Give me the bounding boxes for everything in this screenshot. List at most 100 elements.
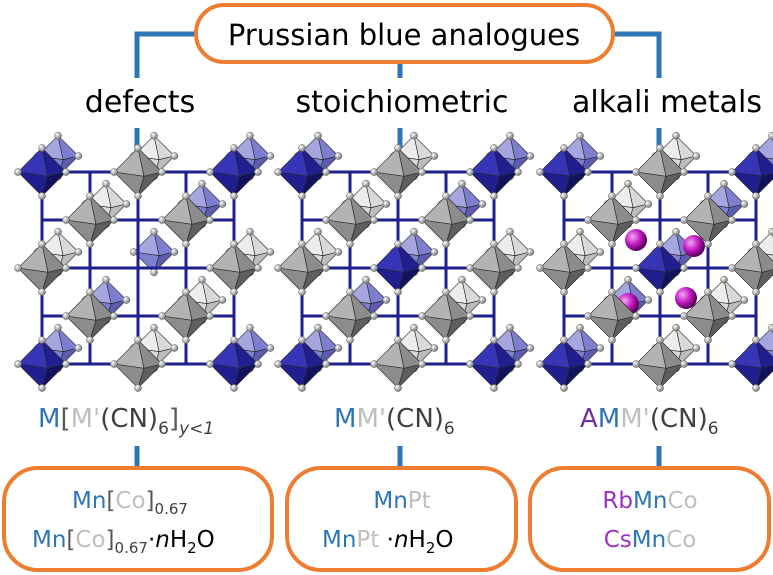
ligand-atom <box>206 168 214 176</box>
formula-alkali: AMM'(CN)6 <box>580 404 719 439</box>
ligand-atom <box>334 344 343 352</box>
ligand-atom <box>596 248 605 256</box>
ligand-atom <box>680 168 688 176</box>
ligand-atom <box>38 288 46 296</box>
example-alkali-1: RbMnCo <box>602 488 697 514</box>
blue-octahedron <box>728 144 773 200</box>
grey-octahedron <box>728 240 773 296</box>
ligand-atom <box>430 152 439 160</box>
ligand-atom <box>752 288 760 296</box>
ligand-atom <box>410 131 418 140</box>
ligand-atom <box>656 336 664 344</box>
formula-prime: ' <box>93 404 100 434</box>
ligand-atom <box>170 344 179 352</box>
ligand-atom <box>62 168 70 176</box>
ligand-atom <box>230 240 238 248</box>
ligand-atom <box>514 264 522 272</box>
ligand-atom <box>584 216 592 224</box>
ligand-atom <box>346 192 354 200</box>
crystal-structure-stoichiometric <box>274 131 535 392</box>
grey-octahedron <box>14 240 70 296</box>
alkali-ion <box>683 235 705 257</box>
ligand-atom <box>740 200 749 208</box>
ligand-atom <box>560 336 568 344</box>
ligand-atom <box>246 227 254 236</box>
ligand-atom <box>206 264 214 272</box>
ligand-atom <box>110 216 118 224</box>
ligand-atom <box>584 360 592 368</box>
ligand-atom <box>656 192 664 200</box>
ligand-atom <box>490 288 498 296</box>
ligand-atom <box>418 264 426 272</box>
ligand-atom <box>656 384 664 392</box>
formula-prime: ' <box>643 404 650 434</box>
ligand-atom <box>370 312 378 320</box>
ligand-atom <box>680 216 688 224</box>
ligand-atom <box>418 168 426 176</box>
blue-octahedron <box>206 336 262 392</box>
ligand-atom <box>728 360 736 368</box>
example-defects-2: Mn[Co]0.67·nH2O <box>32 527 215 557</box>
ligand-atom <box>656 288 664 296</box>
ligand-atom <box>656 144 664 152</box>
ligand-atom <box>254 360 262 368</box>
ligand-atom <box>298 288 306 296</box>
ligand-atom <box>576 131 584 140</box>
ligand-atom <box>230 384 238 392</box>
blue-octahedron <box>536 144 592 200</box>
ligand-atom <box>752 336 760 344</box>
blue-octahedron <box>632 240 688 296</box>
ligand-atom <box>576 227 584 236</box>
ligand-atom <box>644 296 653 304</box>
grey-octahedron <box>370 144 426 200</box>
grey-octahedron <box>418 192 474 248</box>
formula-cn: (CN) <box>100 404 158 434</box>
ligand-atom <box>266 248 275 256</box>
ligand-atom <box>62 216 70 224</box>
ligand-atom <box>74 344 83 352</box>
ligand-atom <box>86 240 94 248</box>
ligand-atom <box>54 227 62 236</box>
ligand-atom <box>466 360 474 368</box>
formula-bracket-open: [ <box>60 404 70 434</box>
blue-octahedron <box>14 336 70 392</box>
blue-octahedron <box>728 336 773 392</box>
blue-octahedron <box>14 144 70 200</box>
ligand-atom <box>334 248 343 256</box>
grey-octahedron <box>680 288 736 344</box>
ligand-atom <box>394 144 402 152</box>
ligand-atom <box>362 275 370 284</box>
ligand-atom <box>768 227 773 236</box>
grey-octahedron <box>418 288 474 344</box>
ligand-atom <box>246 131 254 140</box>
grey-octahedron <box>370 336 426 392</box>
formula-metal: M <box>334 404 356 434</box>
ligand-atom <box>632 216 640 224</box>
ligand-atom <box>110 360 118 368</box>
ligand-atom <box>230 192 238 200</box>
ligand-atom <box>334 152 343 160</box>
ligand-atom <box>266 344 275 352</box>
ligand-atom <box>298 192 306 200</box>
examples-box-defects <box>2 466 274 572</box>
ligand-atom <box>394 336 402 344</box>
blue-octahedron <box>370 240 426 296</box>
ligand-atom <box>728 168 736 176</box>
ligand-atom <box>656 240 664 248</box>
ligand-atom <box>370 264 378 272</box>
ligand-atom <box>274 168 282 176</box>
ligand-atom <box>430 248 439 256</box>
ligand-atom <box>170 152 179 160</box>
ligand-atom <box>394 192 402 200</box>
ligand-atom <box>768 323 773 332</box>
ligand-atom <box>346 240 354 248</box>
ligand-atom <box>150 131 158 140</box>
ligand-atom <box>38 144 46 152</box>
ligand-atom <box>158 312 166 320</box>
ligand-atom <box>298 384 306 392</box>
grey-octahedron <box>62 192 118 248</box>
ligand-atom <box>322 312 330 320</box>
ligand-atom <box>14 264 22 272</box>
ligand-atom <box>134 384 142 392</box>
